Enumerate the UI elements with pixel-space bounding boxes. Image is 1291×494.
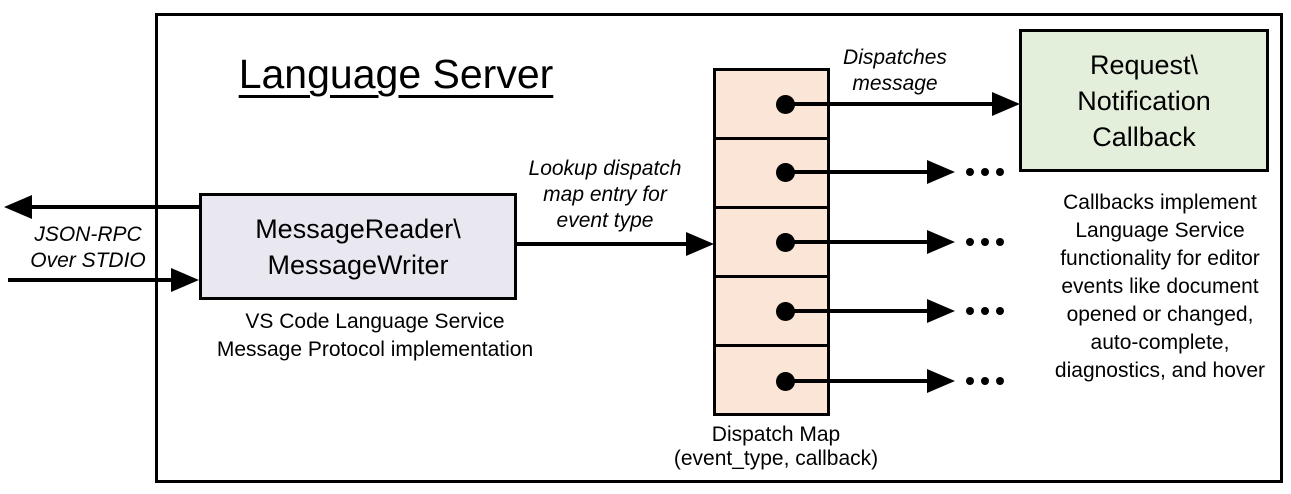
lookup-arrow-line bbox=[517, 242, 689, 246]
page-title: Language Server bbox=[238, 51, 554, 97]
dispatch-arrow-line bbox=[785, 379, 927, 383]
ellipsis-icon bbox=[966, 238, 1004, 246]
stdio-in-arrow-line bbox=[8, 278, 175, 282]
stdio-out-arrow-line bbox=[28, 205, 199, 209]
stdio-out-arrowhead-icon bbox=[4, 195, 32, 219]
dispatch-cell bbox=[716, 278, 827, 347]
io-protocol-label: JSON-RPC Over STDIO bbox=[30, 223, 146, 272]
dispatches-label: Dispatches message bbox=[843, 46, 947, 95]
dispatch-arrowhead-icon bbox=[992, 92, 1020, 116]
ellipsis-icon bbox=[966, 307, 1004, 315]
ellipsis-icon bbox=[966, 377, 1004, 385]
dispatch-arrowhead-icon bbox=[927, 160, 955, 184]
dispatch-arrowhead-icon bbox=[927, 369, 955, 393]
dispatch-arrowhead-icon bbox=[927, 299, 955, 323]
ellipsis-icon bbox=[966, 168, 1004, 176]
callback-caption: Callbacks implement Language Service fun… bbox=[1054, 191, 1266, 382]
lookup-arrowhead-icon bbox=[686, 232, 714, 256]
dispatch-map-caption: Dispatch Map (event_type, callback) bbox=[673, 423, 879, 470]
dispatch-arrowhead-icon bbox=[927, 230, 955, 254]
dispatch-arrow-line bbox=[785, 309, 927, 313]
dispatch-cell bbox=[716, 71, 827, 140]
stdio-in-arrowhead-icon bbox=[171, 268, 199, 292]
dispatch-arrow-line bbox=[785, 170, 927, 174]
dispatch-cell bbox=[716, 140, 827, 209]
message-reader-writer-box: MessageReader\ MessageWriter bbox=[199, 193, 517, 300]
request-notification-callback-box: Request\ Notification Callback bbox=[1019, 29, 1269, 172]
dispatch-cell bbox=[716, 209, 827, 278]
reader-caption: VS Code Language Service Message Protoco… bbox=[216, 310, 534, 361]
dispatch-arrow-line bbox=[785, 240, 927, 244]
lookup-label: Lookup dispatch map entry for event type bbox=[528, 157, 682, 232]
dispatch-arrow-line bbox=[785, 102, 992, 106]
